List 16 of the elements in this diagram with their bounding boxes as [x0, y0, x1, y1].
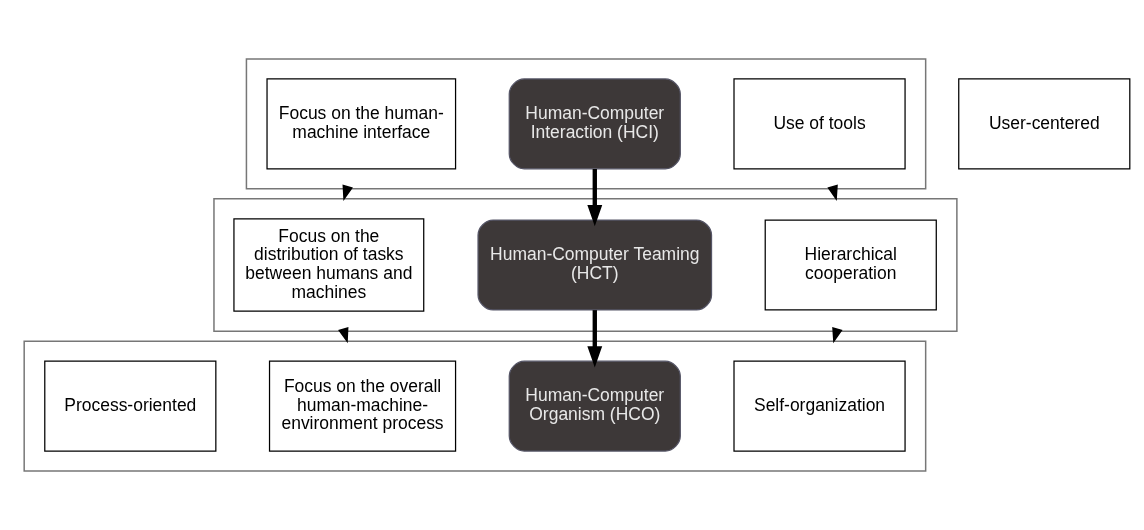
cluster: [23, 340, 927, 472]
node-box: Use of tools: [733, 78, 906, 170]
arrow: [587, 310, 603, 368]
node-box: Human-Computer Teaming (HCT): [477, 219, 713, 311]
node-box: Hierarchical cooperation: [764, 219, 937, 311]
node-box: Focus on the distribution of tasks between humans and machines: [233, 218, 425, 312]
cluster: [245, 58, 927, 190]
node-box: User-centered: [958, 78, 1131, 170]
node-box: Human-Computer Organism (HCO): [508, 360, 681, 452]
node-box: Focus on the human-machine interface: [266, 78, 457, 170]
node-box: Process-oriented: [44, 360, 217, 452]
node-box: Focus on the overall human-machine-environment process: [268, 360, 457, 452]
node-box: Self-organization: [733, 360, 906, 452]
node-box: Human-Computer Interaction (HCI): [508, 78, 681, 170]
arrow: [587, 169, 603, 227]
cluster: [213, 198, 958, 332]
